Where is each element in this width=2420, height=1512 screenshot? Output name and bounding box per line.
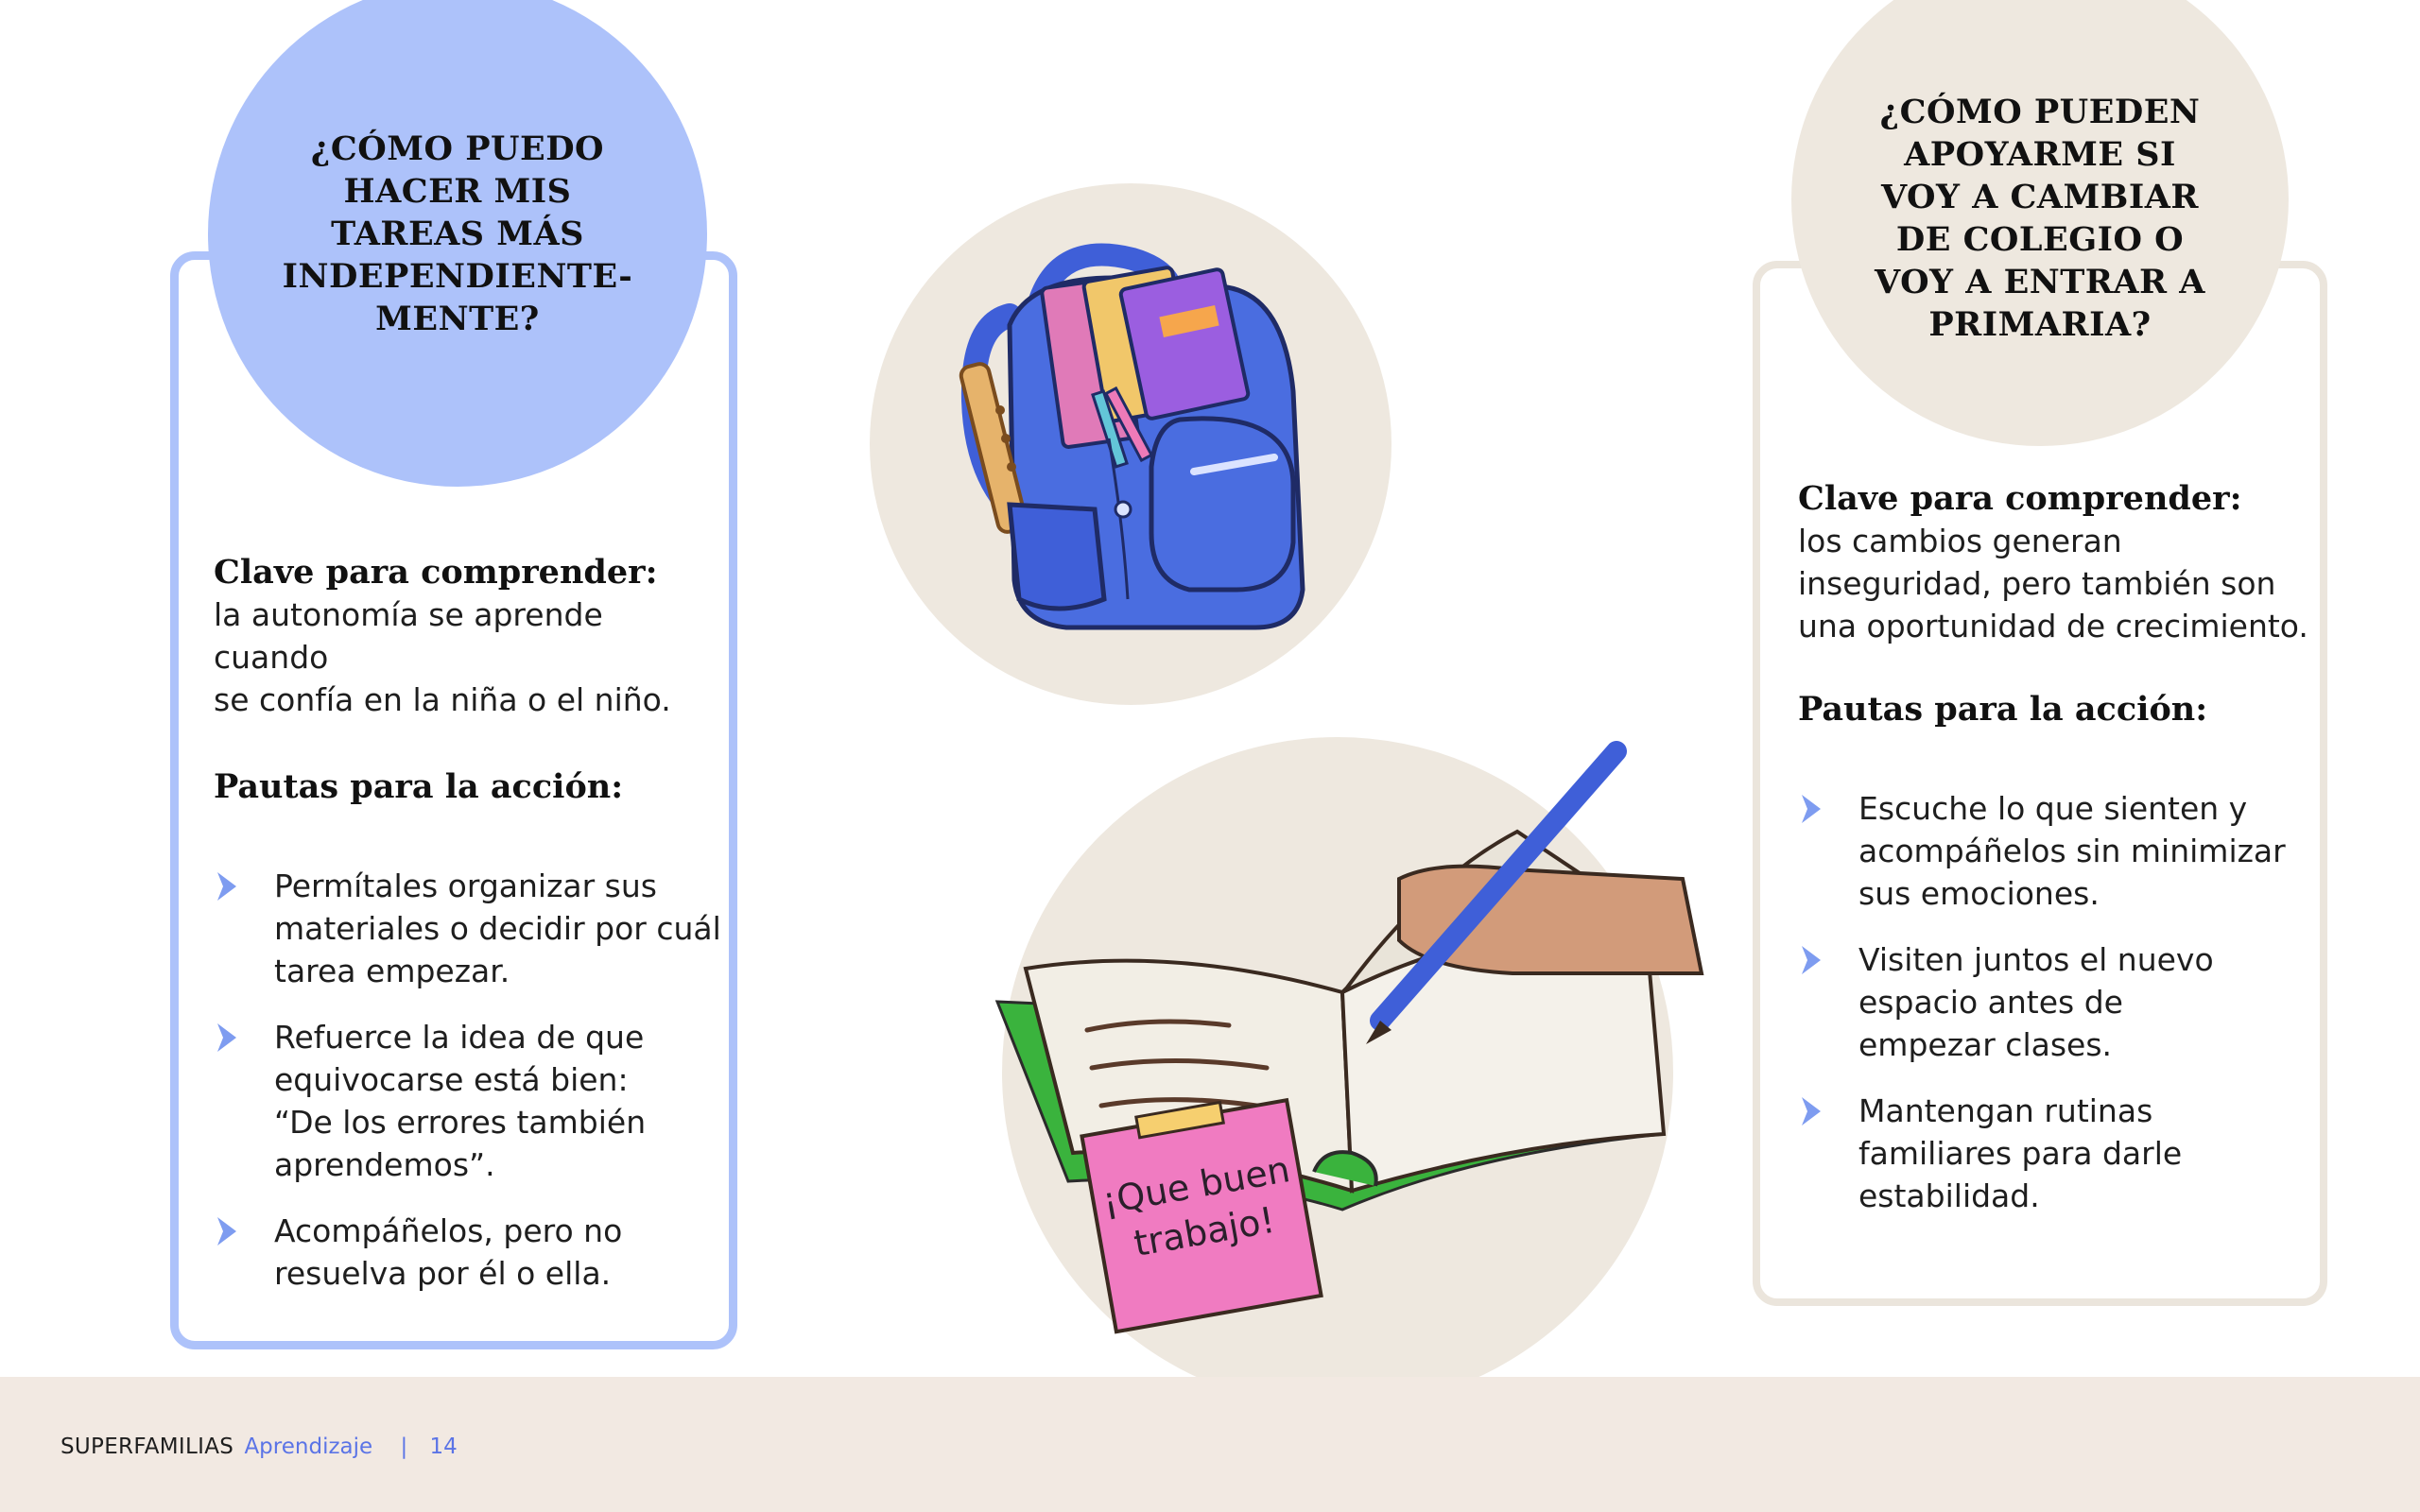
left-card-content: Clave para comprender: la autonomía se a… <box>214 552 724 1295</box>
right-question-circle: ¿CÓMO PUEDEN APOYARME SI VOY A CAMBIAR D… <box>1791 0 2289 446</box>
notebook-illustration: ¡Que buen trabajo! <box>994 737 1704 1380</box>
backpack-illustration <box>870 183 1392 705</box>
left-question-heading: ¿CÓMO PUEDO HACER MIS TAREAS MÁS INDEPEN… <box>282 129 633 338</box>
left-key-title: Clave para comprender: <box>214 553 658 592</box>
chevron-right-icon <box>217 872 236 901</box>
list-item: Refuerce la idea de que equivocarse está… <box>214 1016 724 1186</box>
right-card-content: Clave para comprender: los cambios gener… <box>1798 478 2308 1217</box>
list-item: Acompáñelos, pero no resuelva por él o e… <box>214 1210 724 1295</box>
footer-text: SUPERFAMILIAS Aprendizaje | 14 <box>60 1433 458 1461</box>
right-actions-title: Pautas para la acción: <box>1798 690 2208 729</box>
footer-separator: | <box>400 1435 408 1459</box>
chevron-right-icon <box>1802 1097 1821 1125</box>
list-item: Mantengan rutinas familiares para darle … <box>1798 1090 2308 1217</box>
chevron-right-icon <box>217 1217 236 1246</box>
right-key-title: Clave para comprender: <box>1798 479 2242 518</box>
left-question-circle: ¿CÓMO PUEDO HACER MIS TAREAS MÁS INDEPEN… <box>208 0 707 487</box>
page-footer <box>0 1377 2420 1512</box>
list-item: Escuche lo que sienten y acompáñelos sin… <box>1798 787 2308 915</box>
left-actions-list: Permítales organizar sus materiales o de… <box>214 865 724 1295</box>
footer-section-name: Aprendizaje <box>244 1435 373 1459</box>
list-item: Visiten juntos el nuevo espacio antes de… <box>1798 938 2308 1066</box>
page-number: 14 <box>429 1435 458 1459</box>
chevron-right-icon <box>1802 946 1821 974</box>
left-actions-title: Pautas para la acción: <box>214 767 624 806</box>
list-item: Permítales organizar sus materiales o de… <box>214 865 724 992</box>
left-key-text: la autonomía se aprende cuando se confía… <box>214 596 671 718</box>
right-actions-list: Escuche lo que sienten y acompáñelos sin… <box>1798 787 2308 1217</box>
chevron-right-icon <box>1802 795 1821 823</box>
chevron-right-icon <box>217 1023 236 1052</box>
right-key-text: los cambios generan inseguridad, pero ta… <box>1798 523 2308 644</box>
footer-brand: SUPERFAMILIAS <box>60 1435 234 1459</box>
right-question-heading: ¿CÓMO PUEDEN APOYARME SI VOY A CAMBIAR D… <box>1875 93 2205 344</box>
